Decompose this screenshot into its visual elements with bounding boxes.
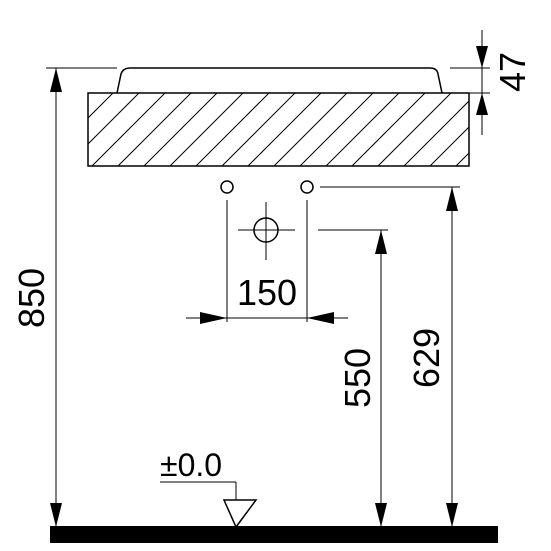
hatch-line	[299, 93, 374, 166]
hatch-line	[403, 100, 469, 166]
tap-height-label: 629	[406, 328, 447, 388]
basin-outline	[116, 67, 443, 94]
hatch-line	[91, 93, 166, 166]
floor-level-label: ±0.0	[160, 447, 222, 483]
hatch-line	[508, 93, 551, 166]
drain-center-mark	[238, 202, 295, 260]
total-height-dimension	[46, 67, 117, 527]
hatch-line	[273, 93, 348, 166]
drain-height-dimension	[318, 229, 388, 527]
hatch-line	[351, 93, 426, 166]
hatch-line	[482, 93, 551, 166]
hatch-line	[117, 93, 192, 166]
drain-height-label: 550	[337, 348, 378, 408]
tap-hole-left	[220, 180, 234, 194]
basin-height-dimension	[450, 30, 490, 135]
hatch-line	[143, 93, 218, 166]
floor-level-marker	[160, 481, 258, 529]
hatch-line	[455, 152, 469, 166]
hatch-line	[247, 93, 322, 166]
hatch-line	[169, 93, 244, 166]
hatch-line	[221, 93, 296, 166]
basin-height-label: 47	[492, 52, 533, 92]
tap-spacing-label: 150	[237, 272, 297, 313]
hatch-line	[195, 93, 270, 166]
tap-height-dimension	[320, 186, 460, 527]
hatch-line	[88, 93, 114, 119]
floor	[50, 526, 498, 543]
tap-spacing-dimension	[186, 312, 348, 324]
tap-hole-right	[300, 180, 314, 194]
hatch-line	[88, 93, 140, 145]
hatch-line	[534, 93, 551, 166]
hatch-line	[325, 93, 400, 166]
hatch-line	[377, 93, 452, 166]
countertop-section	[87, 92, 551, 167]
total-height-label: 850	[11, 268, 52, 328]
hatch-line	[429, 126, 469, 166]
